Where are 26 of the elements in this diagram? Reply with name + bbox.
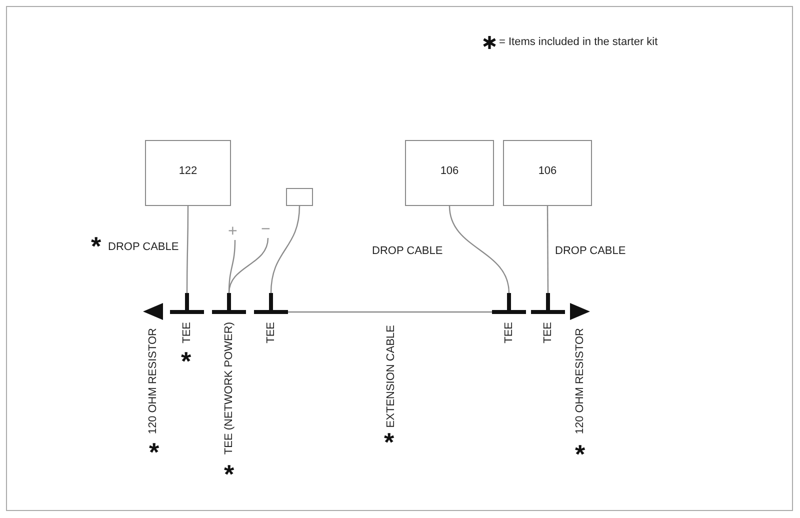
asterisk-mark: * xyxy=(149,443,160,461)
part-label: TEE xyxy=(264,322,278,344)
asterisk-mark: * xyxy=(575,445,586,463)
part-label: 120 OHM RESISTOR xyxy=(146,328,160,434)
cable-line xyxy=(448,206,510,294)
cable-line xyxy=(270,206,300,294)
device-box: 106 xyxy=(503,140,592,206)
part-label: TEE xyxy=(502,322,516,344)
device-box: 122 xyxy=(145,140,231,206)
asterisk-mark: * xyxy=(91,237,102,255)
part-label: TEE xyxy=(542,322,554,344)
cable-line xyxy=(228,238,269,294)
part-label: TEE xyxy=(180,322,194,344)
extension-cable xyxy=(288,311,492,313)
small-box xyxy=(286,188,313,206)
legend-text: = Items included in the starter kit xyxy=(499,35,658,49)
polarity-label: + xyxy=(228,224,238,240)
asterisk-mark: * xyxy=(384,433,394,451)
part-label: 120 OHM RESISTOR xyxy=(574,328,586,434)
device-box: 106 xyxy=(405,140,494,206)
cable-line xyxy=(546,206,549,293)
part-label: TEE (NETWORK POWER) xyxy=(222,322,236,455)
cable-line xyxy=(186,206,189,293)
asterisk-mark: * xyxy=(181,352,192,370)
asterisk-mark: * xyxy=(224,465,234,483)
polarity-label: − xyxy=(261,222,270,238)
